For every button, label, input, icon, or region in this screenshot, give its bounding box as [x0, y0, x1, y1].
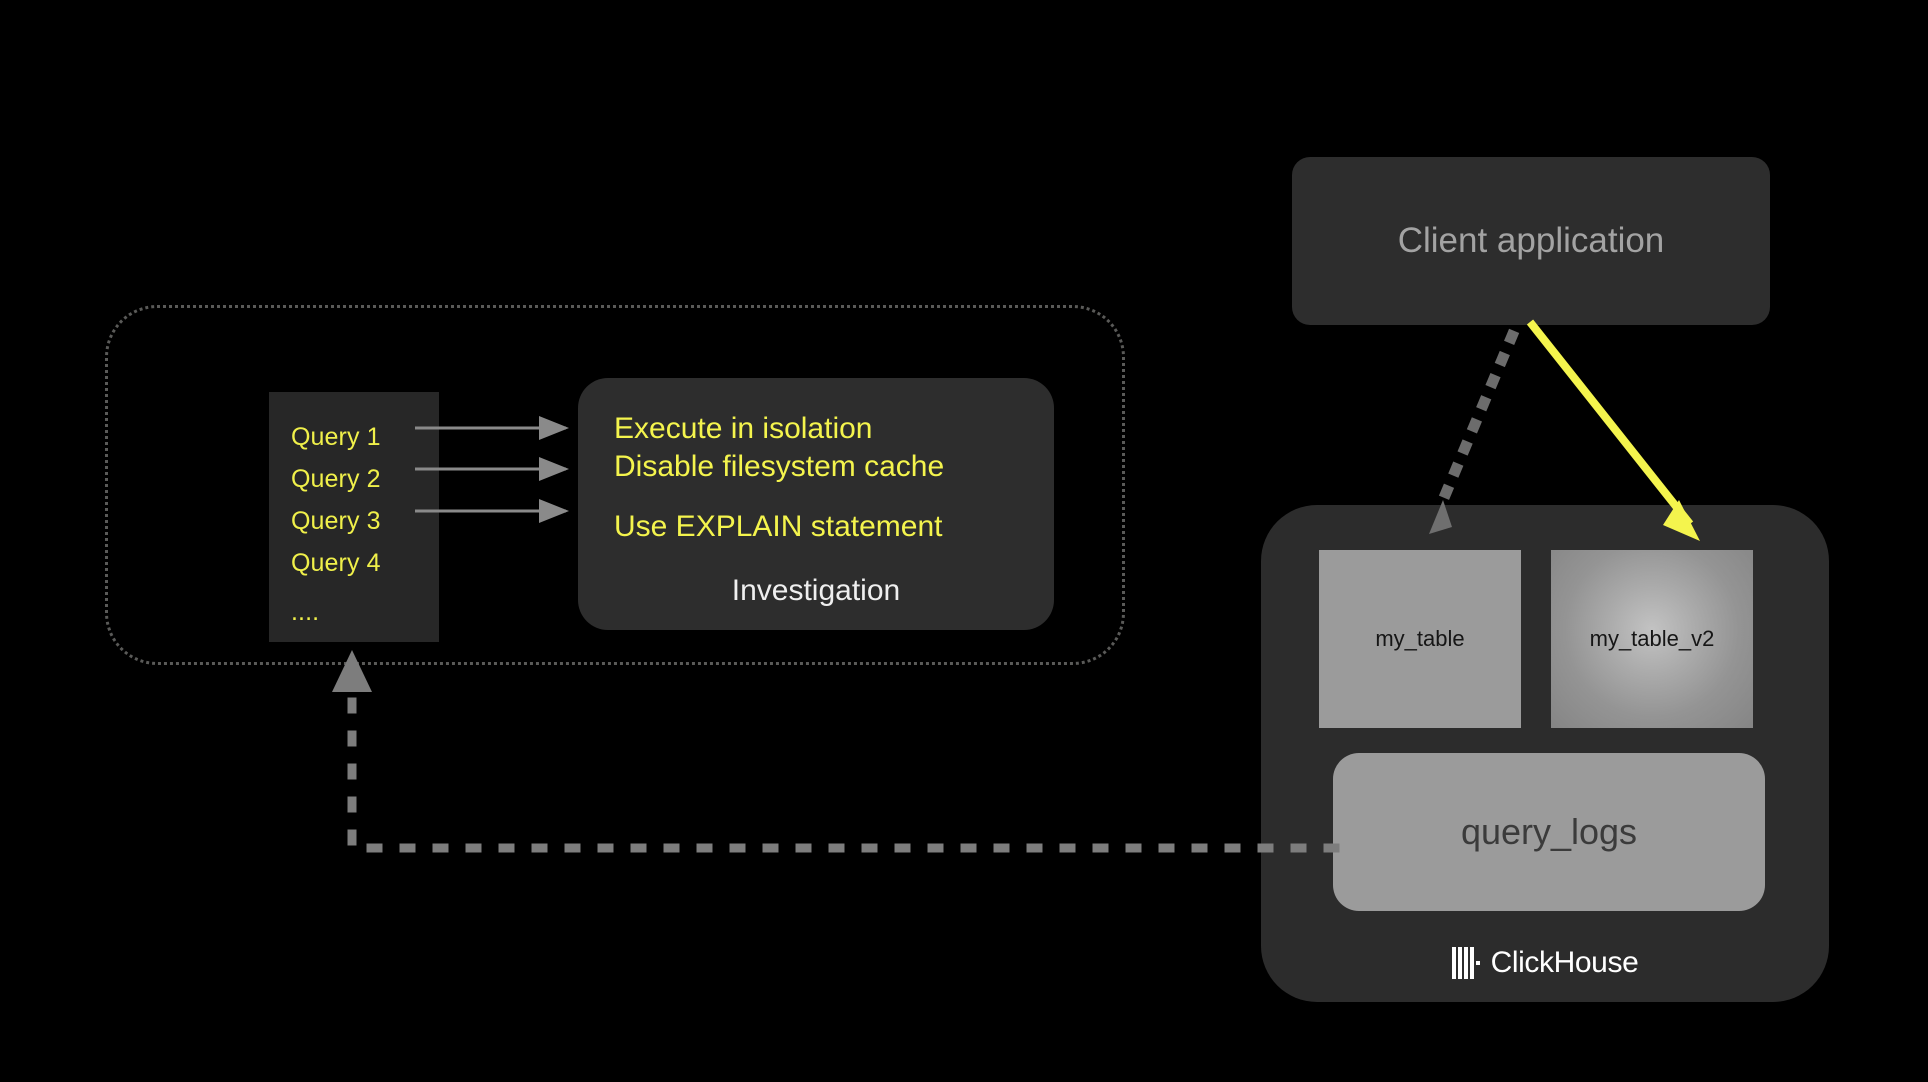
list-item[interactable]: Query 4	[291, 549, 381, 577]
investigation-group-boundary	[105, 305, 1125, 665]
client-application-box: Client application	[1292, 157, 1770, 325]
investigation-card: Execute in isolation Disable filesystem …	[578, 378, 1054, 630]
table-query-logs[interactable]: query_logs	[1333, 753, 1765, 911]
table-my-table-v2[interactable]: my_table_v2	[1551, 550, 1753, 728]
table-label: my_table_v2	[1589, 626, 1715, 651]
client-application-label: Client application	[1397, 221, 1665, 260]
clickhouse-bars-icon	[1451, 947, 1480, 979]
table-my-table[interactable]: my_table	[1319, 550, 1521, 728]
clickhouse-wordmark: ClickHouse	[1490, 946, 1639, 979]
investigation-step: Execute in isolation	[614, 412, 873, 445]
investigation-step: Use EXPLAIN statement	[614, 510, 943, 543]
table-label: query_logs	[1460, 811, 1638, 852]
list-item-more[interactable]: ....	[291, 598, 320, 626]
clickhouse-logo: ClickHouse	[1261, 946, 1829, 980]
investigation-caption: Investigation	[731, 574, 901, 607]
list-item[interactable]: Query 3	[291, 507, 381, 535]
table-label: my_table	[1375, 626, 1465, 651]
investigation-step: Disable filesystem cache	[614, 450, 945, 483]
clickhouse-panel: my_table my_table_v2 query_logs ClickHou…	[1261, 505, 1829, 1002]
list-item[interactable]: Query 1	[291, 423, 381, 451]
query-list[interactable]: Query 1 Query 2 Query 3 Query 4 ....	[269, 392, 439, 642]
query-logs-feedback-arrow	[332, 650, 1340, 853]
list-item[interactable]: Query 2	[291, 465, 381, 493]
